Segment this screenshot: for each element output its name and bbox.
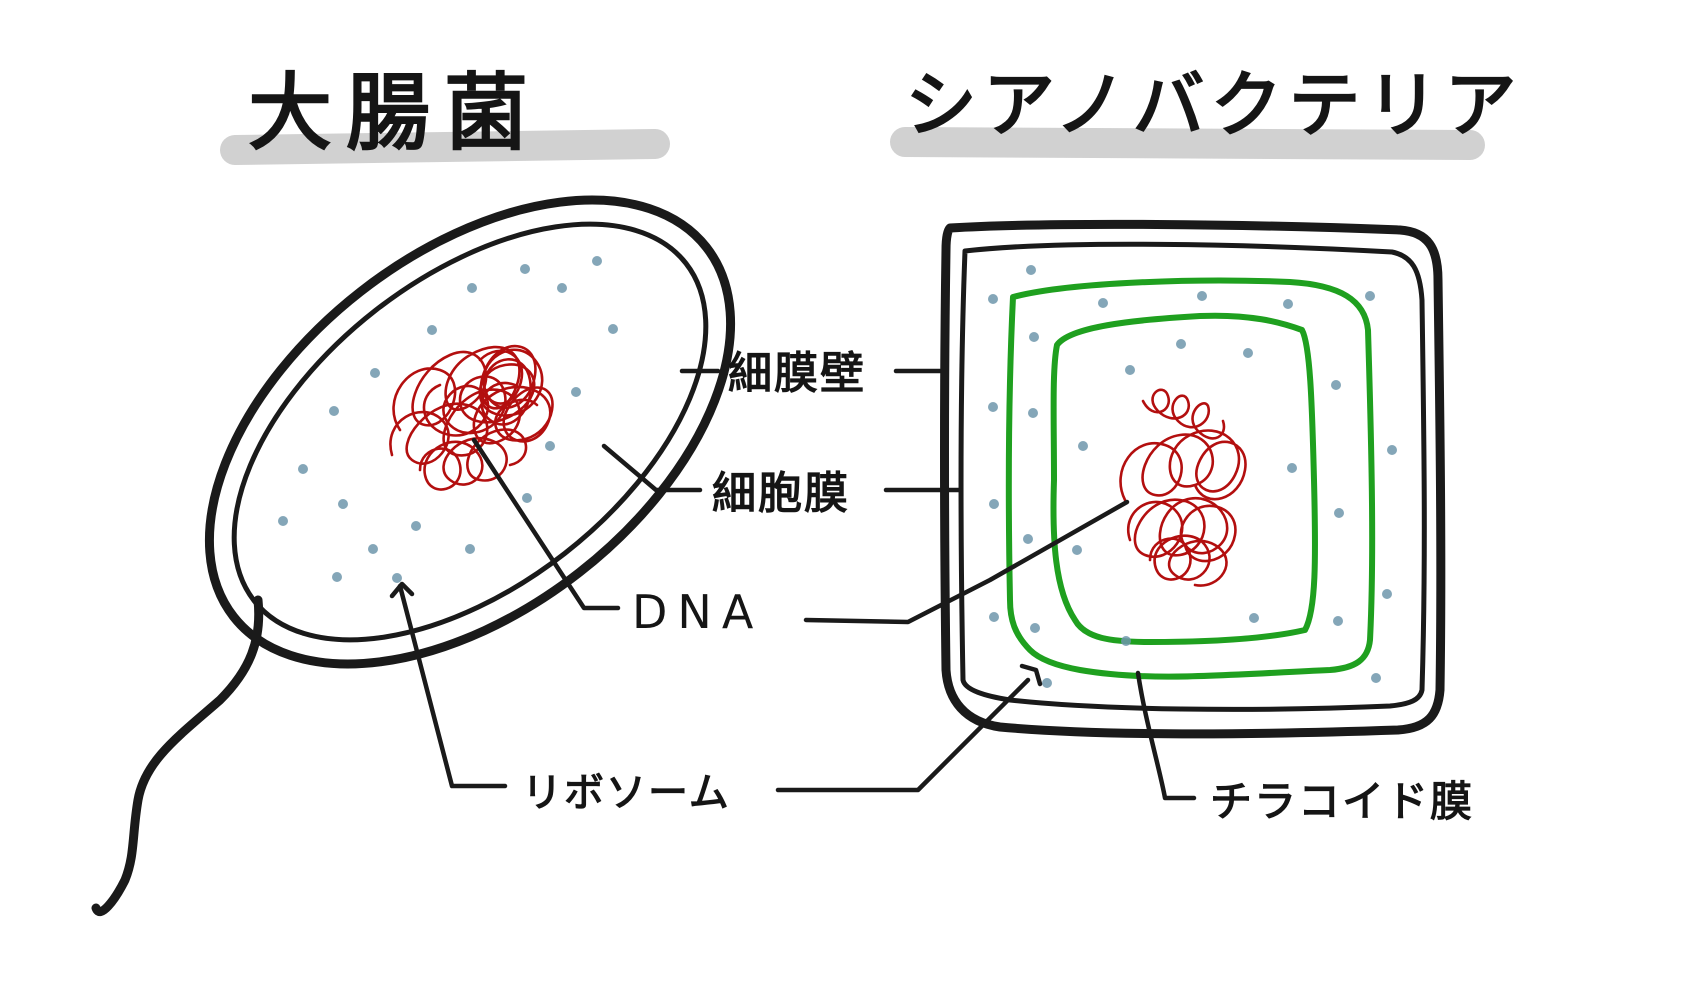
ribosome-dot bbox=[370, 368, 380, 378]
label-dna: DNA bbox=[632, 585, 763, 639]
ribosome-dot bbox=[522, 493, 532, 503]
ribosome-dot bbox=[1026, 265, 1036, 275]
cyano-ribosomes bbox=[988, 265, 1397, 688]
ribosome-dot bbox=[1382, 589, 1392, 599]
ribosome-dot bbox=[1029, 332, 1039, 342]
connector-cell-membrane-left bbox=[601, 443, 703, 493]
title-right-highlight bbox=[890, 127, 1485, 160]
ribosome-dot bbox=[1023, 534, 1033, 544]
ribosome-dot bbox=[332, 572, 342, 582]
dna-scribble bbox=[1119, 429, 1247, 502]
title-ecoli: 大腸菌 bbox=[248, 64, 542, 162]
title-left-group: 大腸菌 bbox=[220, 64, 670, 165]
ribosome-dot bbox=[298, 464, 308, 474]
ribosome-dot bbox=[1125, 365, 1135, 375]
ribosome-dot bbox=[988, 294, 998, 304]
label-ribosome: リボソーム bbox=[522, 770, 731, 816]
dna-scribble bbox=[1127, 497, 1237, 563]
ribosome-dot bbox=[989, 612, 999, 622]
ribosome-dot bbox=[1028, 408, 1038, 418]
ribosome-dot bbox=[411, 521, 421, 531]
dna-scribble bbox=[392, 344, 544, 437]
dna-scribble bbox=[1148, 534, 1228, 587]
connector-dna-right bbox=[803, 499, 1130, 625]
ribosome-dot bbox=[1078, 441, 1088, 451]
ribosome-dot bbox=[1030, 623, 1040, 633]
label-cell-wall: 細膜壁 bbox=[728, 348, 866, 399]
labels: 細膜壁 細胞膜 DNA リボソーム チラコイド膜 bbox=[522, 348, 1474, 826]
ribosome-dot bbox=[467, 283, 477, 293]
thylakoid-membrane-outer bbox=[1005, 277, 1376, 680]
ribosome-dot bbox=[1098, 298, 1108, 308]
arrow-ribosome-right bbox=[1019, 663, 1043, 687]
ribosome-dot bbox=[1387, 445, 1397, 455]
ribosome-dot bbox=[1287, 463, 1297, 473]
connector-ribosome-right bbox=[775, 677, 1031, 793]
connector-thylakoid bbox=[1135, 670, 1197, 801]
ecoli-dna bbox=[389, 344, 554, 491]
ribosome-dot bbox=[557, 283, 567, 293]
arrow-ribosome-left bbox=[389, 581, 415, 599]
connectors bbox=[389, 368, 1197, 801]
dna-scribble bbox=[1141, 388, 1226, 440]
ecoli-flagellum bbox=[91, 595, 264, 916]
title-right-group: シアノバクテリア bbox=[890, 63, 1523, 160]
ribosome-dot bbox=[1176, 339, 1186, 349]
ribosome-dot bbox=[1283, 299, 1293, 309]
ribosome-dot bbox=[989, 499, 999, 509]
label-thylakoid-membrane: チラコイド膜 bbox=[1210, 777, 1474, 826]
ecoli-cell-wall bbox=[204, 195, 736, 669]
cyano-dna bbox=[1119, 388, 1247, 587]
ribosome-dot bbox=[392, 573, 402, 583]
ribosome-dot bbox=[427, 325, 437, 335]
cyano-cell-membrane bbox=[958, 241, 1427, 712]
ecoli-ribosomes bbox=[278, 256, 618, 583]
ribosome-dot bbox=[1042, 678, 1052, 688]
ribosome-dot bbox=[1249, 613, 1259, 623]
title-left-highlight bbox=[220, 129, 670, 165]
ribosome-dot bbox=[592, 256, 602, 266]
ribosome-dot bbox=[1121, 636, 1131, 646]
ribosome-dot bbox=[329, 406, 339, 416]
ribosome-dot bbox=[278, 516, 288, 526]
ribosome-dot bbox=[1334, 508, 1344, 518]
ribosome-dot bbox=[1333, 616, 1343, 626]
label-cell-membrane: 細胞膜 bbox=[712, 468, 850, 519]
ribosome-dot bbox=[608, 324, 618, 334]
ribosome-dot bbox=[1197, 291, 1207, 301]
ribosome-dot bbox=[545, 441, 555, 451]
ribosome-dot bbox=[368, 544, 378, 554]
ribosome-dot bbox=[1365, 291, 1375, 301]
title-cyanobacteria: シアノバクテリア bbox=[905, 63, 1523, 147]
dna-scribble bbox=[389, 385, 554, 465]
dna-scribble bbox=[478, 349, 532, 426]
connector-dna-left bbox=[471, 437, 621, 611]
ribosome-dot bbox=[1331, 380, 1341, 390]
ribosome-dot bbox=[571, 387, 581, 397]
ribosome-dot bbox=[338, 499, 348, 509]
ribosome-dot bbox=[520, 264, 530, 274]
ribosome-dot bbox=[1243, 348, 1253, 358]
ribosome-dot bbox=[1072, 545, 1082, 555]
ribosome-dot bbox=[465, 544, 475, 554]
ribosome-dot bbox=[988, 402, 998, 412]
cyano-cell-wall bbox=[940, 219, 1446, 739]
ribosome-dot bbox=[1371, 673, 1381, 683]
thylakoid-membrane-inner bbox=[1050, 312, 1319, 645]
cyanobacteria-cell bbox=[940, 219, 1446, 739]
connector-ribosome-left bbox=[397, 583, 508, 789]
